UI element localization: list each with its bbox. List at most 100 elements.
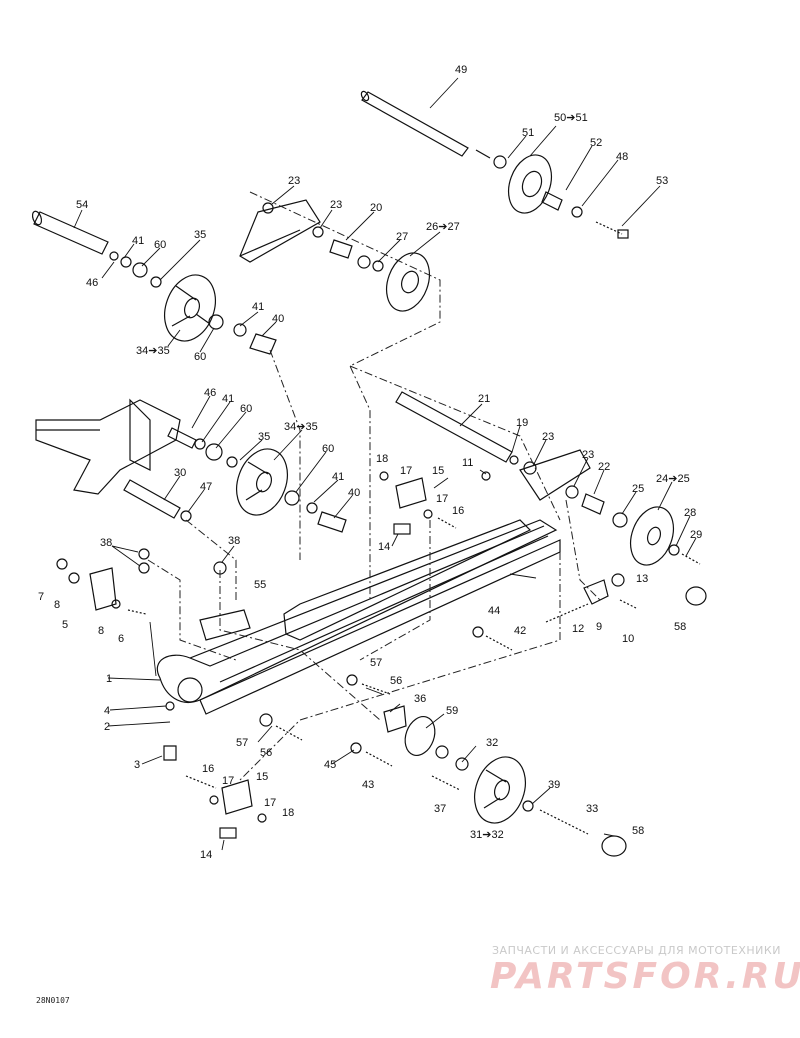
callout-label: 17 [222, 775, 234, 787]
callout-label: 14 [200, 849, 212, 861]
callout-label: 57 [236, 737, 248, 749]
callout-label: 38 [228, 535, 240, 547]
callout-label: 15 [256, 771, 268, 783]
callout-label: 49 [455, 64, 467, 76]
drawing-code: 28N0107 [36, 996, 70, 1005]
axle-46-middle [167, 427, 238, 468]
callout-label: 23 [288, 175, 300, 187]
bracket-36 [383, 705, 469, 771]
callout-label: 60 [154, 239, 166, 251]
spacer-20 [329, 239, 384, 272]
callout-label: 33 [586, 803, 598, 815]
callout-label: 56 [390, 675, 402, 687]
spacer-40-upper [208, 314, 277, 355]
callout-label: 35 [194, 229, 206, 241]
callout-label: 60 [322, 443, 334, 455]
callout-label: 18 [282, 807, 294, 819]
wheel-26 [385, 252, 431, 312]
watermark-brand-logo: PARTSFOR.RU [490, 956, 800, 997]
callout-label: 38 [100, 537, 112, 549]
callout-label: 54 [76, 199, 88, 211]
small-hardware [111, 471, 513, 823]
callout-label: 34➔35 [284, 421, 318, 433]
axle-21 [395, 391, 537, 475]
rail-right [519, 449, 628, 528]
block-15-upper [393, 477, 427, 535]
callout-label: 27 [396, 231, 408, 243]
wheel-24 [629, 506, 701, 566]
assembly-guide-lines [147, 191, 601, 781]
callout-label: 43 [362, 779, 374, 791]
callout-label: 46 [86, 277, 98, 289]
callout-label: 12 [572, 623, 584, 635]
frame-crossmember [35, 398, 181, 495]
callout-label: 23 [330, 199, 342, 211]
callout-label: 25 [632, 483, 644, 495]
callout-label: 9 [596, 621, 602, 633]
callout-labels: 49 51 50➔51 52 48 53 23 23 20 27 26➔27 5… [38, 64, 702, 861]
callout-label: 34➔35 [136, 345, 170, 357]
callout-label: 29 [690, 529, 702, 541]
callout-label: 21 [478, 393, 490, 405]
callout-label: 40 [272, 313, 284, 325]
callout-label: 20 [370, 202, 382, 214]
bracket-upper [239, 199, 324, 263]
callout-label: 39 [548, 779, 560, 791]
callout-label: 18 [376, 453, 388, 465]
callout-label: 5 [62, 619, 68, 631]
block-15-lower [219, 779, 253, 839]
callout-label: 11 [462, 457, 473, 469]
callout-leaders [73, 77, 697, 851]
callout-label: 58 [674, 621, 686, 633]
wheel-31 [474, 756, 589, 835]
bolt-53 [595, 221, 629, 239]
callout-label: 37 [434, 803, 446, 815]
callout-label: 26➔27 [426, 221, 460, 233]
cap-58-lower [601, 835, 627, 857]
callout-label: 7 [38, 591, 44, 603]
callout-label: 19 [516, 417, 528, 429]
callout-label: 17 [436, 493, 448, 505]
watermark-tagline: ЗАПЧАСТИ И АКСЕССУАРЫ ДЛЯ МОТОТЕХНИКИ [492, 944, 781, 957]
wheel-50 [493, 154, 553, 214]
callout-label: 8 [54, 599, 60, 611]
callout-label: 3 [134, 759, 140, 771]
wheel-34-upper [164, 274, 216, 342]
callout-label: 45 [324, 759, 336, 771]
callout-label: 40 [348, 487, 360, 499]
callout-label: 4 [104, 705, 110, 717]
spacer-52 [541, 191, 583, 218]
callout-label: 2 [104, 721, 110, 733]
main-rail [156, 519, 561, 715]
callout-label: 48 [616, 151, 628, 163]
callout-label: 24➔25 [656, 473, 690, 485]
callout-label: 30 [174, 467, 186, 479]
wheel-34-middle [236, 448, 288, 516]
bracket-9-assembly [545, 573, 637, 623]
callout-label: 41 [222, 393, 234, 405]
callout-label: 16 [452, 505, 464, 517]
callout-label: 50➔51 [554, 112, 588, 124]
cap-58-right [685, 586, 707, 606]
callout-label: 42 [514, 625, 526, 637]
callout-label: 16 [202, 763, 214, 775]
callout-label: 13 [636, 573, 648, 585]
callout-label: 41 [132, 235, 144, 247]
callout-label: 55 [254, 579, 266, 591]
callout-label: 15 [432, 465, 444, 477]
callout-label: 35 [258, 431, 270, 443]
stop-5 [56, 558, 117, 611]
callout-label: 60 [240, 403, 252, 415]
callout-label: 36 [414, 693, 426, 705]
callout-label: 22 [598, 461, 610, 473]
axle-54 [31, 210, 162, 288]
callout-label: 1 [106, 673, 112, 685]
callout-label: 52 [590, 137, 602, 149]
callout-label: 56 [260, 747, 272, 759]
callout-label: 46 [204, 387, 216, 399]
callout-label: 14 [378, 541, 390, 553]
callout-label: 31➔32 [470, 829, 504, 841]
callout-label: 41 [332, 471, 344, 483]
callout-label: 51 [522, 127, 534, 139]
